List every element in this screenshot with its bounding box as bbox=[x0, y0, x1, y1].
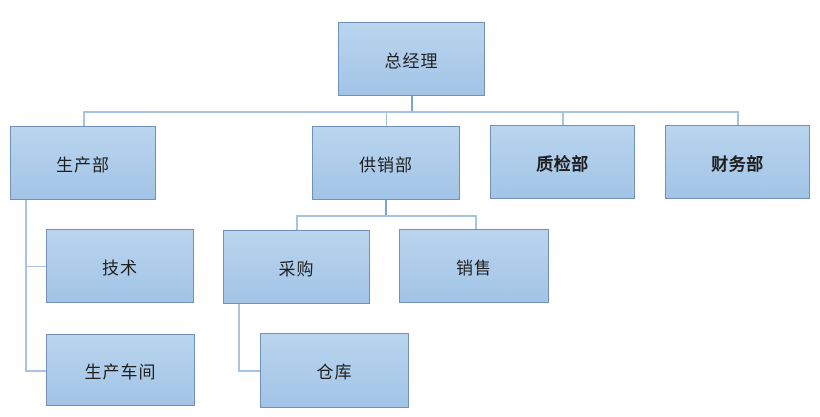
org-node-general-manager-label: 总经理 bbox=[384, 51, 439, 71]
connector-drop-production bbox=[83, 111, 85, 127]
connector-level3-bus bbox=[296, 215, 476, 217]
connector-production-vertical bbox=[25, 200, 27, 371]
org-node-general-manager: 总经理 bbox=[338, 22, 485, 96]
connector-stub-warehouse bbox=[238, 370, 260, 372]
org-node-supply-sales-dept: 供销部 bbox=[312, 126, 460, 200]
connector-drop-supply-sales bbox=[385, 111, 387, 127]
connector-stub-technology bbox=[25, 265, 46, 267]
org-node-supply-sales-dept-label: 供销部 bbox=[359, 155, 413, 175]
org-node-technology: 技术 bbox=[46, 229, 194, 303]
org-node-warehouse: 仓库 bbox=[260, 333, 409, 408]
org-node-production-workshop: 生产车间 bbox=[46, 334, 195, 406]
org-node-finance-dept: 财务部 bbox=[665, 125, 810, 199]
connector-stub-workshop bbox=[25, 370, 46, 372]
org-node-finance-dept-label: 财务部 bbox=[711, 154, 764, 174]
connector-drop-finance bbox=[737, 111, 739, 126]
org-node-technology-label: 技术 bbox=[102, 258, 138, 278]
org-node-sales: 销售 bbox=[399, 229, 549, 303]
org-node-production-workshop-label: 生产车间 bbox=[84, 362, 157, 382]
org-node-production-dept: 生产部 bbox=[10, 126, 156, 200]
org-node-sales-label: 销售 bbox=[456, 258, 492, 278]
connector-purchasing-vertical bbox=[238, 304, 240, 371]
org-node-purchasing: 采购 bbox=[223, 230, 370, 304]
connector-root-trunk bbox=[410, 96, 413, 112]
org-node-quality-dept-label: 质检部 bbox=[536, 154, 589, 174]
org-node-quality-dept: 质检部 bbox=[490, 125, 635, 199]
connector-drop-quality bbox=[562, 111, 564, 126]
org-node-purchasing-label: 采购 bbox=[278, 259, 315, 279]
org-node-production-dept-label: 生产部 bbox=[56, 155, 110, 175]
connector-drop-purchasing bbox=[296, 215, 298, 231]
connector-level2-bus bbox=[83, 111, 738, 113]
org-node-warehouse-label: 仓库 bbox=[316, 363, 353, 382]
connector-supply-trunk bbox=[385, 200, 387, 216]
connector-drop-sales bbox=[475, 215, 477, 231]
